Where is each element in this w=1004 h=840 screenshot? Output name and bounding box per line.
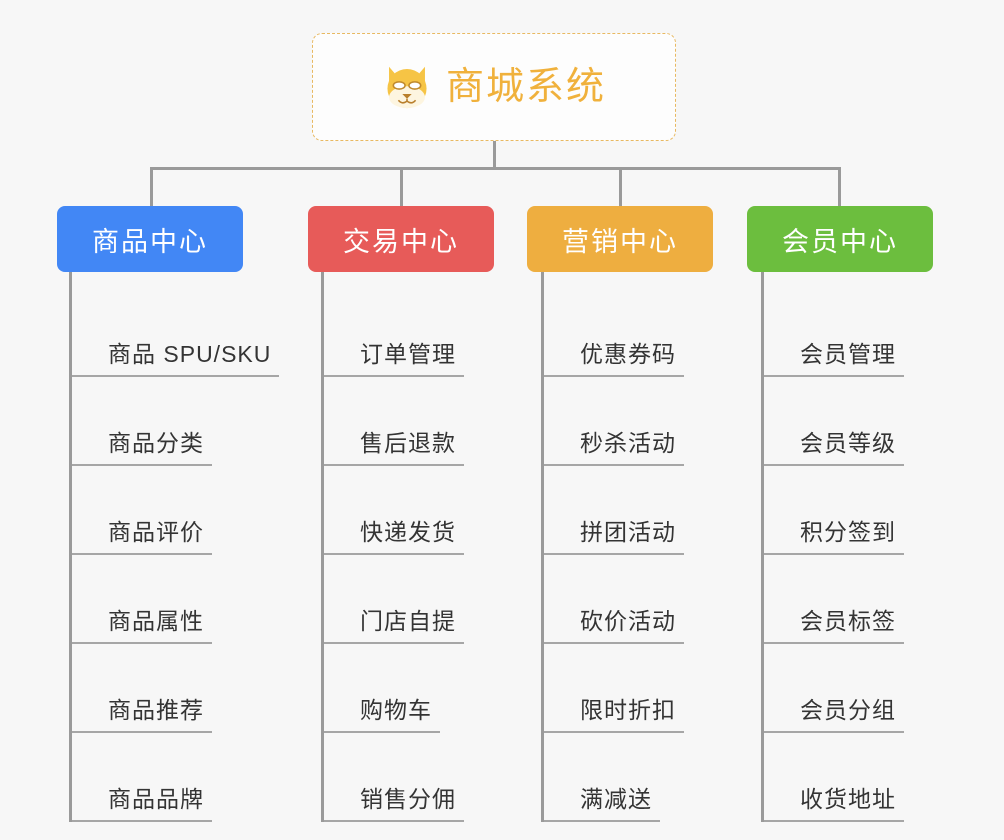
connector-drop-4 [838, 167, 841, 208]
root-node[interactable]: 商城系统 [312, 33, 676, 141]
leaf-item[interactable]: 收货地址 [764, 733, 961, 822]
leaf-item-label: 商品品牌 [72, 786, 212, 822]
branch-items-3: 优惠券码 秒杀活动 拼团活动 砍价活动 限时折扣 满减送 [541, 288, 741, 822]
leaf-item[interactable]: 会员管理 [764, 288, 961, 377]
leaf-item-label: 收货地址 [764, 786, 904, 822]
leaf-item[interactable]: 售后退款 [324, 377, 521, 466]
leaf-item[interactable]: 商品推荐 [72, 644, 289, 733]
leaf-item-label: 会员等级 [764, 430, 904, 466]
leaf-item-label: 积分签到 [764, 519, 904, 555]
leaf-item[interactable]: 商品分类 [72, 377, 289, 466]
leaf-item-label: 商品 SPU/SKU [72, 341, 280, 377]
leaf-item-label: 满减送 [544, 786, 660, 822]
leaf-item[interactable]: 商品 SPU/SKU [72, 288, 289, 377]
connector-drop-3 [619, 167, 622, 208]
connector-horizontal-bus [150, 167, 840, 170]
connector-root-trunk [493, 141, 496, 169]
leaf-item-label: 订单管理 [324, 341, 464, 377]
branch-header-3[interactable]: 营销中心 [527, 206, 713, 272]
leaf-item[interactable]: 限时折扣 [544, 644, 741, 733]
leaf-item[interactable]: 会员等级 [764, 377, 961, 466]
connector-stem-4 [761, 272, 764, 290]
leaf-item-label: 拼团活动 [544, 519, 684, 555]
leaf-item[interactable]: 订单管理 [324, 288, 521, 377]
branch-header-label: 营销中心 [562, 226, 678, 257]
leaf-item-label: 限时折扣 [544, 697, 684, 733]
leaf-item[interactable]: 商品品牌 [72, 733, 289, 822]
leaf-item-label: 商品分类 [72, 430, 212, 466]
leaf-item-label: 购物车 [324, 697, 440, 733]
leaf-item[interactable]: 商品属性 [72, 555, 289, 644]
leaf-item[interactable]: 砍价活动 [544, 555, 741, 644]
leaf-item[interactable]: 会员标签 [764, 555, 961, 644]
root-title: 商城系统 [445, 66, 606, 108]
leaf-item[interactable]: 拼团活动 [544, 466, 741, 555]
leaf-item-label: 商品推荐 [72, 697, 212, 733]
leaf-item-label: 商品属性 [72, 608, 212, 644]
connector-stem-1 [69, 272, 72, 290]
leaf-item[interactable]: 秒杀活动 [544, 377, 741, 466]
branch-header-1[interactable]: 商品中心 [57, 206, 243, 272]
leaf-item-label: 快递发货 [324, 519, 464, 555]
connector-stem-2 [321, 272, 324, 290]
leaf-item-label: 商品评价 [72, 519, 212, 555]
connector-drop-1 [150, 167, 153, 208]
leaf-item[interactable]: 快递发货 [324, 466, 521, 555]
shiba-dog-face-icon [387, 66, 427, 109]
leaf-item-label: 会员分组 [764, 697, 904, 733]
branch-header-label: 会员中心 [782, 226, 898, 257]
leaf-item[interactable]: 商品评价 [72, 466, 289, 555]
connector-drop-2 [400, 167, 403, 208]
leaf-item[interactable]: 满减送 [544, 733, 741, 822]
branch-items-1: 商品 SPU/SKU 商品分类 商品评价 商品属性 商品推荐 商品品牌 [69, 288, 289, 822]
leaf-item[interactable]: 门店自提 [324, 555, 521, 644]
branch-header-4[interactable]: 会员中心 [747, 206, 933, 272]
leaf-item[interactable]: 销售分佣 [324, 733, 521, 822]
leaf-item-label: 优惠券码 [544, 341, 684, 377]
leaf-item[interactable]: 积分签到 [764, 466, 961, 555]
branch-items-4: 会员管理 会员等级 积分签到 会员标签 会员分组 收货地址 [761, 288, 961, 822]
leaf-item-label: 砍价活动 [544, 608, 684, 644]
branch-header-label: 商品中心 [92, 226, 208, 257]
branch-header-label: 交易中心 [343, 226, 459, 257]
branch-header-2[interactable]: 交易中心 [308, 206, 494, 272]
leaf-item[interactable]: 购物车 [324, 644, 521, 733]
leaf-item-label: 销售分佣 [324, 786, 464, 822]
leaf-item-label: 会员标签 [764, 608, 904, 644]
leaf-item-label: 门店自提 [324, 608, 464, 644]
leaf-item-label: 售后退款 [324, 430, 464, 466]
leaf-item[interactable]: 会员分组 [764, 644, 961, 733]
leaf-item-label: 秒杀活动 [544, 430, 684, 466]
connector-stem-3 [541, 272, 544, 290]
leaf-item[interactable]: 优惠券码 [544, 288, 741, 377]
branch-items-2: 订单管理 售后退款 快递发货 门店自提 购物车 销售分佣 [321, 288, 521, 822]
leaf-item-label: 会员管理 [764, 341, 904, 377]
